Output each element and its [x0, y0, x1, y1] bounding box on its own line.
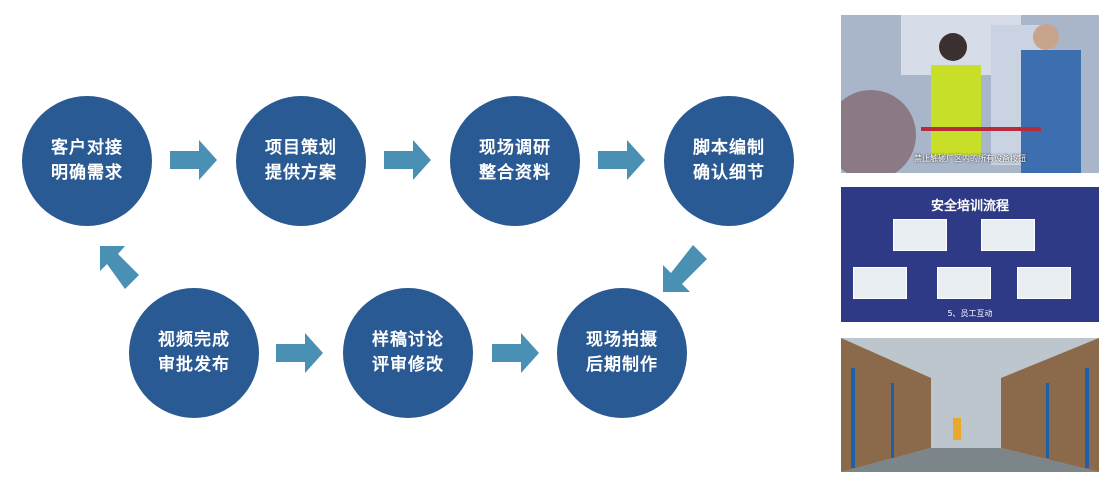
step-script-writing: 脚本编制 确认细节: [664, 96, 794, 226]
sample-slide-safety-training: 安全培训流程 5、员工互动: [841, 187, 1099, 322]
sample-photo-warehouse: [841, 338, 1099, 472]
step-text-line2: 后期制作: [586, 355, 658, 375]
arrow-right-3: [598, 140, 645, 180]
step-text-line1: 现场拍摄: [586, 330, 658, 350]
arrow-right-1: [170, 140, 217, 180]
step-shooting-postproduction: 现场拍摄 后期制作: [557, 288, 687, 418]
step-text-line1: 现场调研: [479, 138, 551, 158]
step-draft-review: 样稿讨论 评审修改: [343, 288, 473, 418]
step-text-line2: 明确需求: [51, 163, 123, 183]
step-text-line2: 评审修改: [372, 355, 444, 375]
step-project-planning: 项目策划 提供方案: [236, 96, 366, 226]
arrow-right-5: [492, 333, 539, 373]
slide-thumbnail: [853, 267, 907, 299]
step-text-line2: 确认细节: [693, 163, 765, 183]
step-text-line1: 样稿讨论: [372, 330, 444, 350]
step-text-line1: 客户对接: [51, 138, 123, 158]
arrow-down-left: [663, 245, 707, 292]
step-text-line1: 项目策划: [265, 138, 337, 158]
arrow-right-4: [276, 333, 323, 373]
slide-thumbnail: [1017, 267, 1071, 299]
step-customer-contact: 客户对接 明确需求: [22, 96, 152, 226]
slide-thumbnail: [981, 219, 1035, 251]
step-site-research: 现场调研 整合资料: [450, 96, 580, 226]
step-video-release: 视频完成 审批发布: [129, 288, 259, 418]
sample-photo-factory: 禁止触碰厂区内的所有设备按钮: [841, 15, 1099, 173]
step-text-line2: 整合资料: [479, 163, 551, 183]
arrow-up-left: [100, 246, 139, 289]
video-subtitle: 禁止触碰厂区内的所有设备按钮: [914, 154, 1026, 163]
arrow-right-2: [384, 140, 431, 180]
warehouse-scene-illustration: [841, 338, 1099, 472]
step-text-line1: 视频完成: [158, 330, 230, 350]
factory-scene-illustration: [841, 15, 1099, 173]
step-text-line2: 提供方案: [265, 163, 337, 183]
slide-title: 安全培训流程: [930, 199, 1009, 214]
slide-thumbnail: [937, 267, 991, 299]
slide-caption: 5、员工互动: [947, 309, 993, 318]
step-text-line1: 脚本编制: [693, 138, 765, 158]
flow-arrows: [100, 140, 707, 373]
slide-thumbnail: [893, 219, 947, 251]
step-text-line2: 审批发布: [158, 355, 230, 375]
